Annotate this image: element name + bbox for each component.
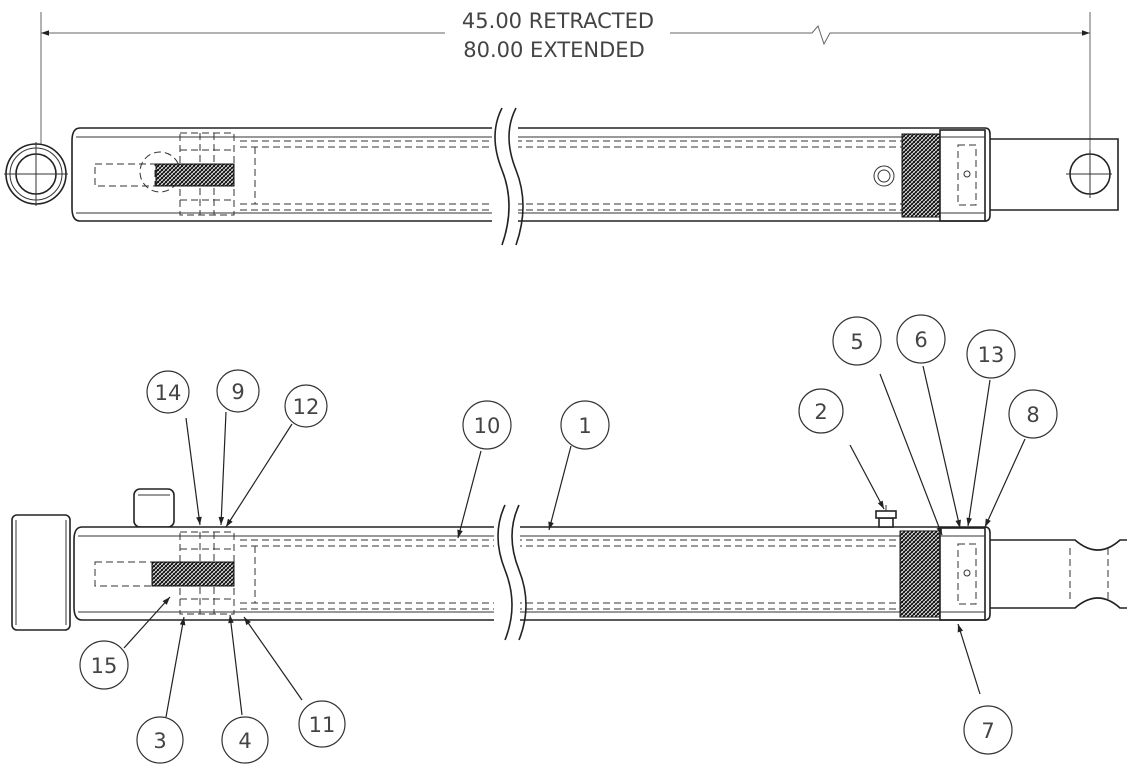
balloon-14: 14 bbox=[146, 370, 190, 414]
balloon-label: 12 bbox=[293, 395, 320, 419]
balloon-label: 6 bbox=[914, 328, 927, 352]
rod-bottom bbox=[990, 539, 1127, 609]
balloon-label: 9 bbox=[231, 380, 244, 404]
rod-top bbox=[985, 138, 1119, 211]
balloon-3: 3 bbox=[136, 716, 184, 764]
dimension-retracted-text: 45.00 RETRACTED bbox=[462, 9, 654, 33]
balloon-label: 8 bbox=[1026, 403, 1039, 427]
top-view bbox=[4, 107, 1119, 246]
overall-length-dimension: 45.00 RETRACTED 80.00 EXTENDED bbox=[40, 9, 1091, 150]
balloon-5: 5 bbox=[832, 316, 882, 366]
balloon-6: 6 bbox=[896, 314, 946, 364]
bottom-view bbox=[11, 488, 1127, 641]
dimension-extended-text: 80.00 EXTENDED bbox=[463, 38, 645, 62]
balloon-7: 7 bbox=[963, 705, 1013, 755]
balloon-leaders bbox=[123, 365, 1026, 718]
balloon-label: 10 bbox=[474, 414, 501, 438]
balloon-label: 3 bbox=[153, 729, 166, 753]
balloon-label: 15 bbox=[91, 654, 118, 678]
balloon-label: 7 bbox=[981, 719, 994, 743]
balloon-15: 15 bbox=[79, 640, 129, 690]
balloon-8: 8 bbox=[1008, 389, 1058, 439]
balloon-2: 2 bbox=[798, 388, 844, 434]
balloon-label: 4 bbox=[238, 729, 251, 753]
balloon-label: 1 bbox=[578, 414, 591, 438]
balloon-9: 9 bbox=[216, 369, 260, 413]
balloon-10: 10 bbox=[462, 400, 512, 450]
balloon-label: 14 bbox=[155, 381, 182, 405]
balloon-label: 5 bbox=[850, 330, 863, 354]
balloon-label: 13 bbox=[978, 343, 1005, 367]
balloon-1: 1 bbox=[560, 400, 610, 450]
balloon-12: 12 bbox=[284, 384, 328, 428]
balloon-label: 2 bbox=[814, 400, 827, 424]
balloon-4: 4 bbox=[221, 716, 269, 764]
rear-eye-top bbox=[4, 142, 68, 206]
balloon-label: 11 bbox=[309, 713, 336, 737]
balloon-11: 11 bbox=[298, 700, 346, 748]
balloon-13: 13 bbox=[966, 329, 1016, 379]
